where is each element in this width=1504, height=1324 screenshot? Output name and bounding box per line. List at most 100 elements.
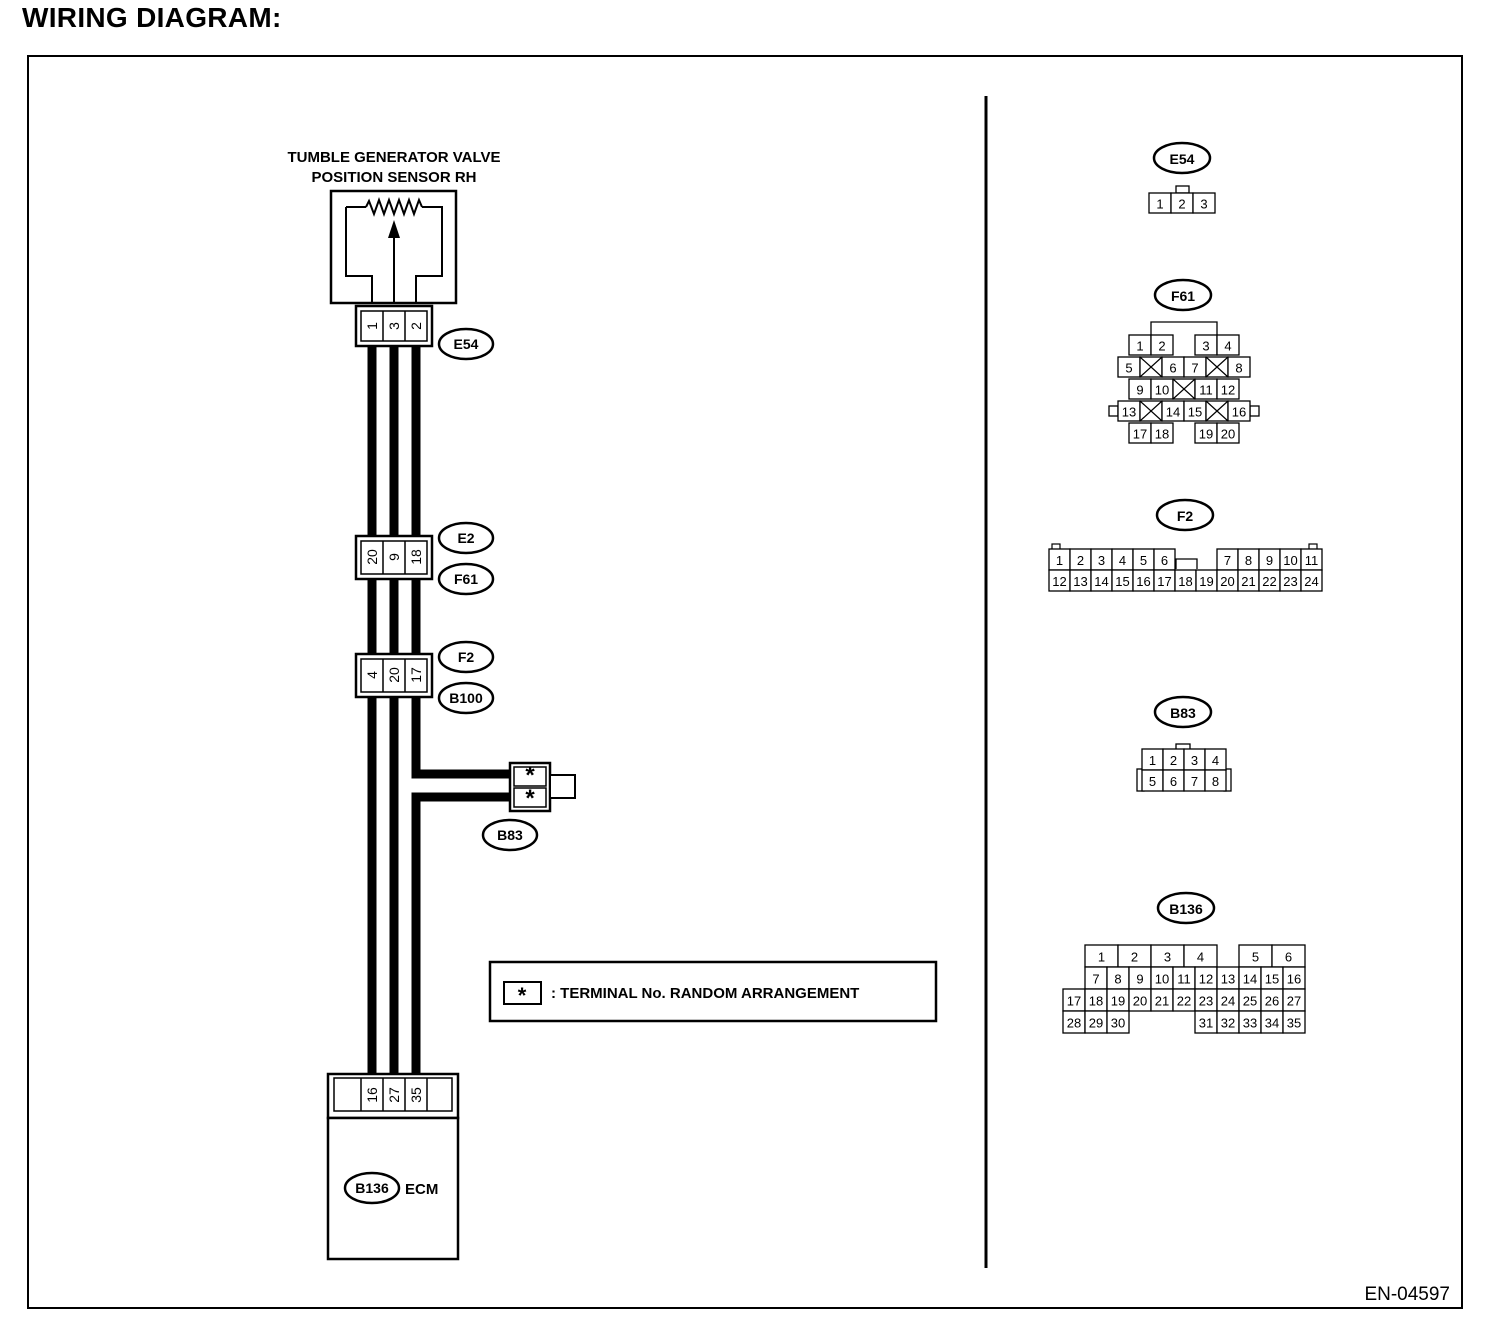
f2-pin-20: 20 <box>386 667 402 683</box>
e54-pin-3: 3 <box>386 322 402 330</box>
pin-number: 3 <box>1098 553 1105 568</box>
pin-number: 16 <box>1232 405 1246 420</box>
badge-b136 <box>1156 891 1216 925</box>
ecm-unit: 16 27 35 B136 ECM <box>326 1072 460 1261</box>
svg-text:F2: F2 <box>458 649 475 665</box>
wire-highlights <box>382 346 406 1074</box>
pin-number: 9 <box>1136 972 1143 987</box>
pin-number: 8 <box>1114 972 1121 987</box>
pin-number: 17 <box>1067 994 1081 1009</box>
pin-number: 11 <box>1199 383 1213 398</box>
pin-number: 2 <box>1170 753 1177 768</box>
e54-pin-2: 2 <box>408 322 424 330</box>
e54-pin-1: 1 <box>364 322 380 330</box>
pin-number: 24 <box>1221 994 1235 1009</box>
pin-number: 1 <box>1056 553 1063 568</box>
pin-number: 9 <box>1266 553 1273 568</box>
pin-cell <box>1227 400 1251 422</box>
pin-cell <box>1106 1010 1130 1034</box>
pin-number: 6 <box>1169 361 1176 376</box>
badge-f2 <box>1155 498 1215 532</box>
pin-number: 4 <box>1224 339 1231 354</box>
pin-number: 10 <box>1155 383 1169 398</box>
badge-b136-ecm <box>343 1171 401 1205</box>
pin-number: 7 <box>1191 774 1198 789</box>
badge-b83: B83 <box>481 818 539 852</box>
pin-number: 12 <box>1221 383 1235 398</box>
e2-pin-20: 20 <box>364 549 380 565</box>
pin-number: 1 <box>1098 950 1105 965</box>
pin-number: 3 <box>1191 753 1198 768</box>
pin-number: 5 <box>1252 950 1259 965</box>
pin-number: 12 <box>1052 574 1066 589</box>
no-pin-cross <box>1172 378 1196 400</box>
pin-number: 8 <box>1212 774 1219 789</box>
badge-f61 <box>1153 278 1213 312</box>
pin-number: 21 <box>1241 574 1255 589</box>
badge-label: B136 <box>1169 901 1203 917</box>
pin-number: 30 <box>1111 1016 1125 1031</box>
pin-number: 5 <box>1149 774 1156 789</box>
badge-e2: E2 <box>437 521 495 555</box>
badge-label: B83 <box>1170 705 1196 721</box>
pin-number: 10 <box>1283 553 1297 568</box>
badge-f61: F61 <box>437 562 495 596</box>
pin-number: 13 <box>1073 574 1087 589</box>
legend-box: * : TERMINAL No. RANDOM ARRANGEMENT <box>488 960 938 1023</box>
pin-number: 1 <box>1136 339 1143 354</box>
pin-number: 28 <box>1067 1016 1081 1031</box>
b136-pin-35: 35 <box>408 1087 424 1103</box>
pin-number: 20 <box>1220 574 1234 589</box>
pin-number: 15 <box>1265 972 1279 987</box>
pin-number: 18 <box>1089 994 1103 1009</box>
pin-number: 23 <box>1199 994 1213 1009</box>
pin-number: 29 <box>1089 1016 1103 1031</box>
pin-cell <box>1150 422 1174 444</box>
pin-number: 5 <box>1140 553 1147 568</box>
pin-number: 3 <box>1164 950 1171 965</box>
pin-cell <box>1300 569 1323 592</box>
badge-e54: E54 <box>437 327 495 361</box>
b83-pin-random-1: * <box>525 762 535 789</box>
pin-number: 6 <box>1170 774 1177 789</box>
pin-number: 1 <box>1149 753 1156 768</box>
badge-label: F61 <box>1171 288 1195 304</box>
pin-number: 14 <box>1094 574 1108 589</box>
pin-number: 20 <box>1133 994 1147 1009</box>
svg-text:B100: B100 <box>449 690 483 706</box>
pin-number: 32 <box>1221 1016 1235 1031</box>
pin-number: 2 <box>1131 950 1138 965</box>
pin-number: 9 <box>1136 383 1143 398</box>
pin-number: 33 <box>1243 1016 1257 1031</box>
pin-number: 25 <box>1243 994 1257 1009</box>
pin-number: 20 <box>1221 427 1235 442</box>
pin-number: 13 <box>1122 405 1136 420</box>
pin-number: 7 <box>1092 972 1099 987</box>
svg-text:B136: B136 <box>355 1180 389 1196</box>
pin-number: 4 <box>1212 753 1219 768</box>
connector-e2-f61-inline: 20 9 18 <box>354 534 434 581</box>
pin-number: 4 <box>1119 553 1126 568</box>
legend-symbol: * <box>518 983 527 1008</box>
e2-pin-9: 9 <box>386 553 402 561</box>
pin-cell <box>1150 334 1174 356</box>
badge-e54 <box>1152 141 1212 175</box>
pin-number: 16 <box>1136 574 1150 589</box>
pin-number: 34 <box>1265 1016 1279 1031</box>
pin-number: 27 <box>1287 994 1301 1009</box>
page-title: WIRING DIAGRAM: <box>22 2 282 33</box>
pin-number: 3 <box>1202 339 1209 354</box>
pin-number: 22 <box>1177 994 1191 1009</box>
badge-f2: F2 <box>437 640 495 674</box>
pin-number: 8 <box>1235 361 1242 376</box>
pin-cell <box>1282 1010 1306 1034</box>
pin-number: 17 <box>1133 427 1147 442</box>
badge-b83 <box>1153 695 1213 729</box>
pin-number: 10 <box>1155 972 1169 987</box>
pin-number: 22 <box>1262 574 1276 589</box>
